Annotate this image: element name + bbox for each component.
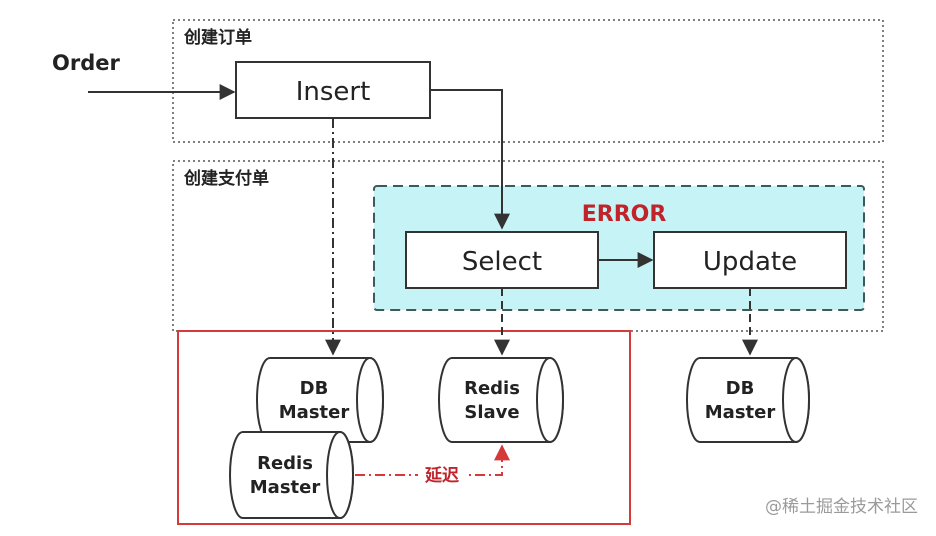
error-label: ERROR (582, 202, 667, 227)
redis-slave-cylinder: Redis Slave (438, 357, 564, 443)
db-master-right-line1: DB (726, 378, 755, 399)
order-label: Order (52, 51, 120, 75)
delay-label: 延迟 (424, 465, 459, 486)
update-label: Update (703, 247, 797, 277)
insert-to-select-arrow (430, 89, 510, 230)
replication-region (177, 330, 631, 525)
delay-label-bg (418, 463, 466, 487)
db-master-right-cylinder: DB Master (686, 357, 810, 443)
db-master-left-line1: DB (300, 378, 329, 399)
redis-master-line2: Master (250, 477, 321, 498)
redis-master-line1: Redis (257, 453, 313, 474)
delay-replication-arrow (355, 444, 510, 476)
watermark: @稀土掘金技术社区 (765, 497, 918, 517)
select-label: Select (462, 247, 542, 277)
section-create-order-label: 创建订单 (183, 27, 252, 48)
db-master-left-line2: Master (279, 402, 350, 423)
db-master-left-cylinder: DB Master (256, 357, 384, 443)
redis-slave-line2: Slave (464, 402, 519, 423)
db-master-right-line2: Master (705, 402, 776, 423)
section-create-payment-label: 创建支付单 (183, 168, 269, 189)
insert-label: Insert (296, 77, 371, 107)
redis-slave-line1: Redis (464, 378, 520, 399)
redis-master-cylinder: Redis Master (229, 431, 354, 519)
section-create-order (172, 19, 884, 143)
update-node (653, 231, 847, 289)
